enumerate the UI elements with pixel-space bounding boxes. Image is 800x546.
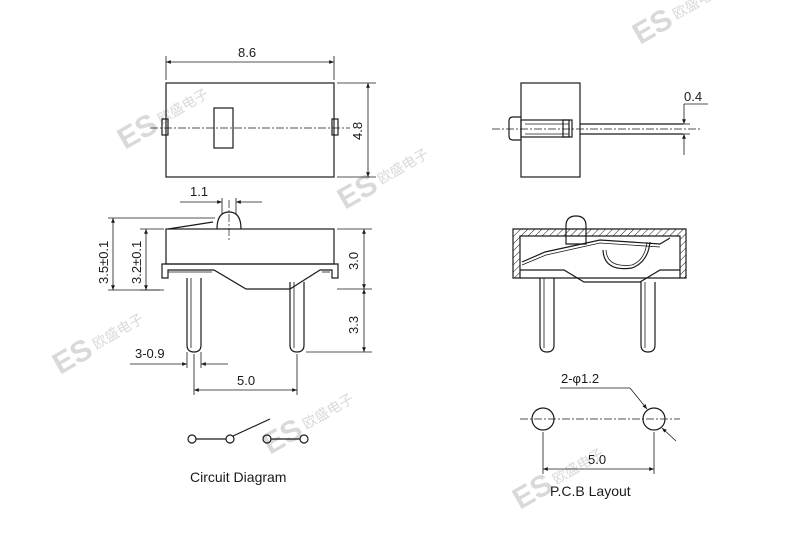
circuit-diagram: Circuit Diagram [187,418,309,485]
watermark: ES 欧盛电子 [257,391,357,461]
dim-3-5-label: 3.5±0.1 [96,241,111,284]
side-view-slot [520,119,570,138]
watermark: ES 欧盛电子 [47,311,147,381]
dim-0-4-label: 0.4 [684,89,702,104]
dim-pin-label: 3-0.9 [135,346,165,361]
dim-3-3-label: 3.3 [346,316,361,334]
cross-section-pin-right [640,282,656,353]
circuit-terminal [187,434,197,444]
cross-section-pin-left [539,278,555,353]
watermark-text: 欧盛电子 [300,391,356,433]
watermark: ES 欧盛电子 [507,446,607,516]
dim-hole-label: 2-φ1.2 [561,371,599,386]
pcb-caption: P.C.B Layout [550,483,631,499]
front-view: 1.1 3.5±0.1 3.2±0.1 3.0 3.3 3-0.9 5.0 [96,184,372,395]
cross-section-housing [512,228,687,279]
dim-hole-leader [629,387,648,410]
dim-pitch-label: 5.0 [237,373,255,388]
front-view-pin-right [289,282,305,353]
dim-width-label: 8.6 [238,45,256,60]
top-view: 8.6 4.8 [150,45,376,178]
circuit-switch-lever [232,418,271,437]
side-view: 0.4 [492,82,708,178]
side-view-body [520,82,581,178]
watermark-text: 欧盛电子 [670,0,726,23]
side-view-actuator [508,116,521,141]
dim-height-label: 4.8 [350,122,365,140]
watermark: ES 欧盛电子 [112,86,212,156]
circuit-caption: Circuit Diagram [190,469,286,485]
top-view-tab-left [161,118,169,136]
watermark-text: 欧盛电子 [375,146,431,188]
front-view-base [161,263,339,290]
circuit-terminal [299,434,309,444]
dim-1-1-label: 1.1 [190,184,208,199]
cross-section-contact [602,241,651,270]
watermark: ES 欧盛电子 [627,0,727,51]
dim-3-2-label: 3.2±0.1 [129,241,144,284]
pcb-layout: 2-φ1.2 5.0 P.C.B Layout [520,371,680,499]
circuit-terminal [225,434,235,444]
cross-section [512,215,687,353]
dim-3-0-label: 3.0 [346,252,361,270]
front-view-pin-left [186,278,202,353]
cross-section-actuator [565,215,587,245]
top-view-body [165,82,335,178]
watermarks: ES 欧盛电子 ES 欧盛电子 ES 欧盛电子 ES 欧盛电子 ES 欧盛电子 … [47,0,727,516]
dim-pcb-pitch-label: 5.0 [588,452,606,467]
cross-section-base [520,269,680,283]
watermark-text: 欧盛电子 [155,86,211,128]
front-view-body [165,228,335,265]
top-view-tab-right [331,118,339,136]
cross-section-leaf-spring [521,237,671,263]
